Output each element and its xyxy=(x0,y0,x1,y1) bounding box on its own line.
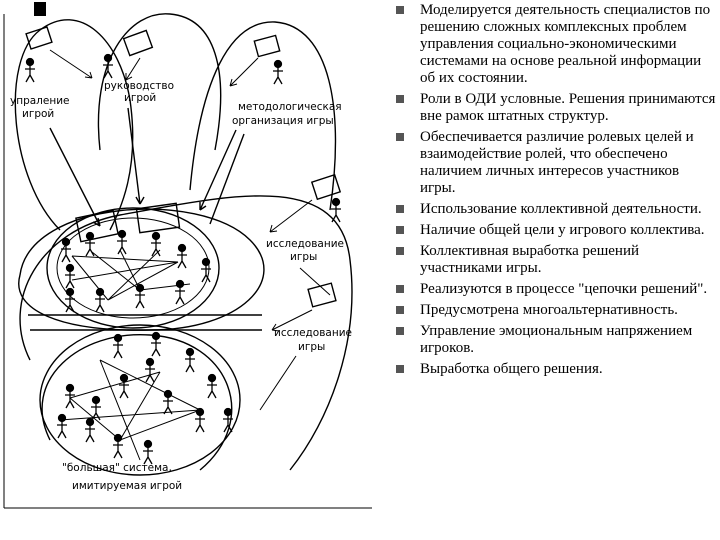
label-game-leadership: руководство игрой xyxy=(104,80,177,104)
list-item: Наличие общей цели у игрового коллектива… xyxy=(394,222,716,239)
person-icon xyxy=(113,433,123,459)
person-icon xyxy=(201,257,211,283)
participants xyxy=(25,53,341,465)
frame-left-edge xyxy=(3,14,372,509)
list-item: Предусмотрена многоальтернативность. xyxy=(394,302,716,319)
board-research-2 xyxy=(307,282,337,308)
outer-loop-big xyxy=(19,195,353,471)
person-icon xyxy=(151,331,161,357)
board-research-1 xyxy=(310,173,342,201)
outer-loop-left xyxy=(14,19,134,231)
person-icon xyxy=(163,389,173,415)
arrow-top-left xyxy=(49,49,93,79)
person-icon xyxy=(65,383,75,409)
label-big-system: "большая" система, имитируемая игрой xyxy=(62,462,182,492)
arrow-method-to-board xyxy=(199,129,237,211)
person-icon xyxy=(143,439,153,465)
person-icon xyxy=(145,357,155,383)
arrow-top-center xyxy=(125,57,141,81)
person-icon xyxy=(195,407,205,433)
person-icon xyxy=(273,59,283,85)
interaction-arrows-lower xyxy=(59,359,201,461)
interaction-arrows-upper xyxy=(71,249,191,301)
person-icon xyxy=(65,263,75,289)
person-icon xyxy=(25,57,35,83)
game-group-belt xyxy=(18,208,265,331)
game-group-ellipse xyxy=(46,207,220,329)
corner-marker xyxy=(34,2,46,16)
game-group-ellipse-inner xyxy=(56,217,210,319)
person-icon xyxy=(57,413,67,439)
big-system-ellipse xyxy=(39,324,241,476)
list-item: Реализуются в процессе "цепочки решений"… xyxy=(394,281,716,298)
list-item: Выработка общего решения. xyxy=(394,361,716,378)
outer-loop-center xyxy=(97,13,222,151)
square-bullet-icon xyxy=(396,226,404,234)
person-icon xyxy=(177,243,187,269)
arrow-research-2 xyxy=(271,309,313,332)
board-top-left xyxy=(25,26,53,50)
person-icon xyxy=(95,287,105,313)
person-icon xyxy=(119,373,129,399)
list-item: Управление эмоциональным напряжением игр… xyxy=(394,323,716,357)
list-item: Моделируется деятельность специалистов п… xyxy=(394,2,716,87)
person-icon xyxy=(185,347,195,373)
label-research-1: исследование игры xyxy=(266,238,347,263)
label-game-management: упраление игрой xyxy=(10,95,73,120)
arrow-method-to-board-2 xyxy=(209,133,245,225)
board-inner-right xyxy=(135,202,181,234)
person-icon xyxy=(117,229,127,255)
list-item: Коллективная выработка решений участника… xyxy=(394,243,716,277)
person-icon xyxy=(113,333,123,359)
person-icon xyxy=(223,407,233,433)
square-bullet-icon xyxy=(396,247,404,255)
square-bullet-icon xyxy=(396,6,404,14)
person-icon xyxy=(61,237,71,263)
label-research-2: исследование игры xyxy=(274,327,355,353)
person-icon xyxy=(85,417,95,443)
arrow-top-right xyxy=(229,57,259,87)
person-icon xyxy=(207,373,217,399)
square-bullet-icon xyxy=(396,306,404,314)
board-top-center xyxy=(122,29,154,57)
arrow-leadership-to-board xyxy=(127,107,145,205)
square-bullet-icon xyxy=(396,365,404,373)
arrow-research-2-down xyxy=(259,355,297,411)
person-icon xyxy=(85,231,95,257)
person-icon xyxy=(175,279,185,305)
list-item: Использование коллективной деятельности. xyxy=(394,201,716,218)
list-item: Обеспечивается различие ролевых целей и … xyxy=(394,129,716,197)
square-bullet-icon xyxy=(396,95,404,103)
principles-list: Моделируется деятельность специалистов п… xyxy=(394,2,716,382)
board-inner-left xyxy=(75,209,119,243)
arrow-management-to-board xyxy=(49,127,101,227)
square-bullet-icon xyxy=(396,205,404,213)
arrow-research-1-down xyxy=(299,267,331,296)
person-icon xyxy=(331,197,341,223)
person-icon xyxy=(103,53,113,79)
label-methodological: методологическая организация игры xyxy=(232,101,345,127)
board-top-right xyxy=(253,34,281,58)
person-icon xyxy=(91,395,101,421)
arrow-research-1 xyxy=(269,199,313,233)
person-icon xyxy=(65,287,75,313)
ode-game-diagram: упраление игрой руководство игрой методо… xyxy=(3,2,372,509)
person-icon xyxy=(135,283,145,309)
list-item: Роли в ОДИ условные. Решения принимаются… xyxy=(394,91,716,125)
square-bullet-icon xyxy=(396,285,404,293)
square-bullet-icon xyxy=(396,327,404,335)
square-bullet-icon xyxy=(396,133,404,141)
outer-loop-right xyxy=(189,21,337,211)
person-icon xyxy=(151,231,161,257)
